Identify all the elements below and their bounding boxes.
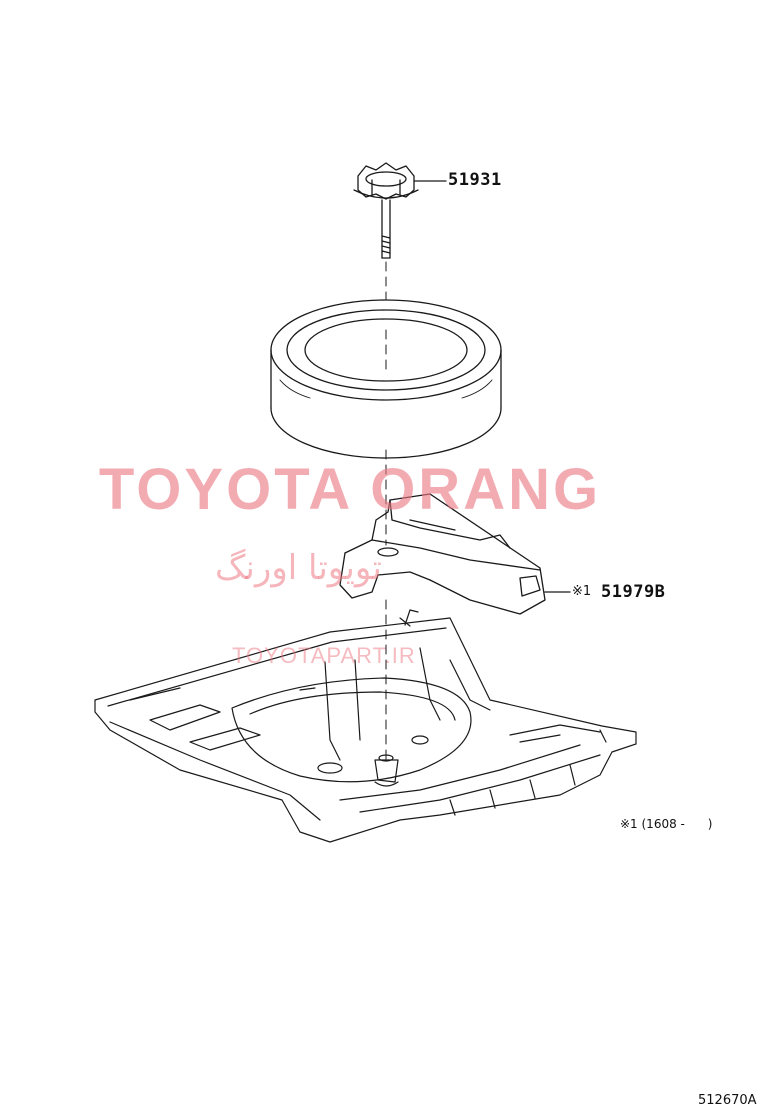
- spare-tire-part: [270, 299, 502, 459]
- floor-pan-part: [94, 609, 637, 843]
- part-number-51979B[interactable]: 51979B: [601, 582, 666, 602]
- watermark-brand: TOYOTA ORANG: [98, 457, 602, 522]
- watermark-url: TOYOTAPART.IR: [232, 643, 416, 668]
- footnote-period: ※1 (1608 - ): [620, 817, 713, 831]
- watermark-persian: تویوتا اورنگ: [215, 548, 382, 588]
- support-prefix-mark: ※1: [572, 584, 592, 599]
- part-number-51931[interactable]: 51931: [448, 170, 502, 190]
- diagram-code: 512670A: [698, 1093, 757, 1108]
- spare-tire-support-part: [339, 493, 571, 615]
- hold-down-clamp-part: [353, 162, 447, 259]
